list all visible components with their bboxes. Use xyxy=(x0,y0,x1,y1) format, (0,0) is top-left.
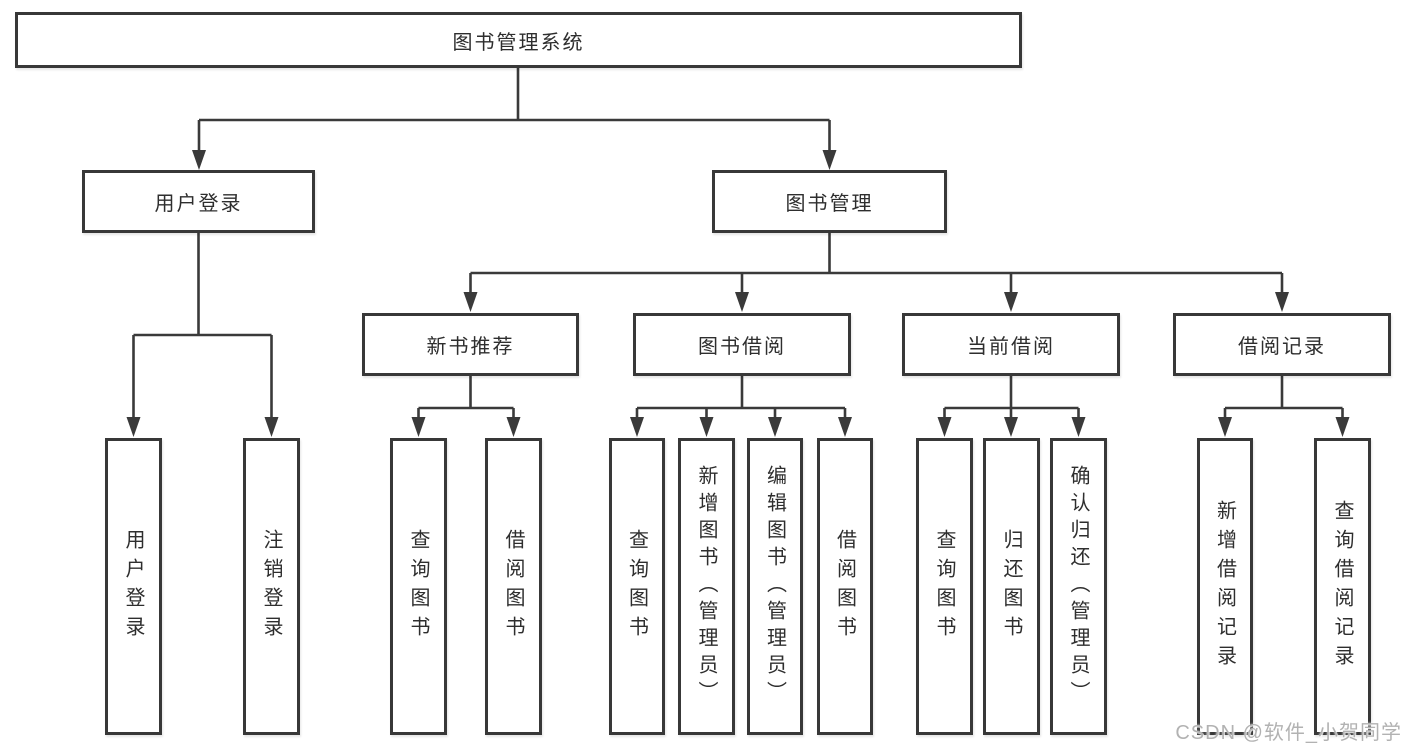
node-borrowing-records: 借阅记录 xyxy=(1173,313,1391,376)
leaf-label: 查询图书 xyxy=(933,528,955,645)
node-user-login: 用户登录 xyxy=(82,170,315,233)
connector-user-login-branch xyxy=(132,233,273,421)
node-label: 用户登录 xyxy=(154,193,243,215)
node-book-borrowing: 图书借阅 xyxy=(633,313,851,376)
leaf-borrowing-edit-books-admin: 编辑图书（管理员） xyxy=(747,438,803,735)
leaf-recommend-borrow-books: 借阅图书 xyxy=(485,438,542,735)
node-label: 图书管理 xyxy=(785,193,874,215)
node-label: 当前借阅 xyxy=(967,336,1055,358)
leaf-current-confirm-return-admin: 确认归还（管理员） xyxy=(1050,438,1107,735)
leaf-label: 查询图书 xyxy=(407,528,429,645)
node-book-management: 图书管理 xyxy=(712,170,947,233)
leaf-borrowing-borrow-books: 借阅图书 xyxy=(817,438,873,735)
leaf-current-query-books: 查询图书 xyxy=(916,438,973,735)
leaf-records-add-record: 新增借阅记录 xyxy=(1197,438,1253,735)
leaf-label: 借阅图书 xyxy=(502,528,524,645)
node-label: 新书推荐 xyxy=(426,336,515,358)
leaf-recommend-query-books: 查询图书 xyxy=(390,438,447,735)
node-label: 图书借阅 xyxy=(698,336,786,358)
node-label: 图书管理系统 xyxy=(452,31,585,54)
connector-new-book-recommend-branch xyxy=(417,376,515,422)
leaf-label: 归还图书 xyxy=(1000,528,1022,645)
leaf-label: 用户登录 xyxy=(122,528,144,645)
leaf-user-login: 用户登录 xyxy=(105,438,162,735)
leaf-label: 查询借阅记录 xyxy=(1331,499,1353,674)
watermark-text: CSDN @软件_小贺同学 xyxy=(1175,722,1402,744)
leaf-label: 编辑图书（管理员） xyxy=(763,465,786,708)
connector-borrowing-records-branch xyxy=(1223,376,1344,422)
node-root-library-system: 图书管理系统 xyxy=(15,12,1022,68)
connector-current-borrowing-branch xyxy=(943,376,1080,422)
node-current-borrowing: 当前借阅 xyxy=(902,313,1120,376)
node-label: 借阅记录 xyxy=(1238,336,1326,358)
leaf-logout: 注销登录 xyxy=(243,438,300,735)
leaf-current-return-books: 归还图书 xyxy=(983,438,1040,735)
connector-root-to-level2 xyxy=(197,68,831,154)
leaf-label: 借阅图书 xyxy=(833,528,856,645)
connector-book-management-branch xyxy=(469,233,1284,297)
leaf-label: 确认归还（管理员） xyxy=(1067,465,1089,708)
node-new-book-recommend: 新书推荐 xyxy=(362,313,579,376)
leaf-borrowing-query-books: 查询图书 xyxy=(609,438,665,735)
leaf-borrowing-add-books-admin: 新增图书（管理员） xyxy=(678,438,735,735)
leaf-label: 注销登录 xyxy=(260,528,282,645)
leaf-label: 新增图书（管理员） xyxy=(695,465,717,708)
leaf-label: 查询图书 xyxy=(625,528,648,645)
leaf-label: 新增借阅记录 xyxy=(1213,499,1236,674)
leaf-records-query-record: 查询借阅记录 xyxy=(1314,438,1371,735)
connector-book-borrowing-branch xyxy=(635,376,847,422)
